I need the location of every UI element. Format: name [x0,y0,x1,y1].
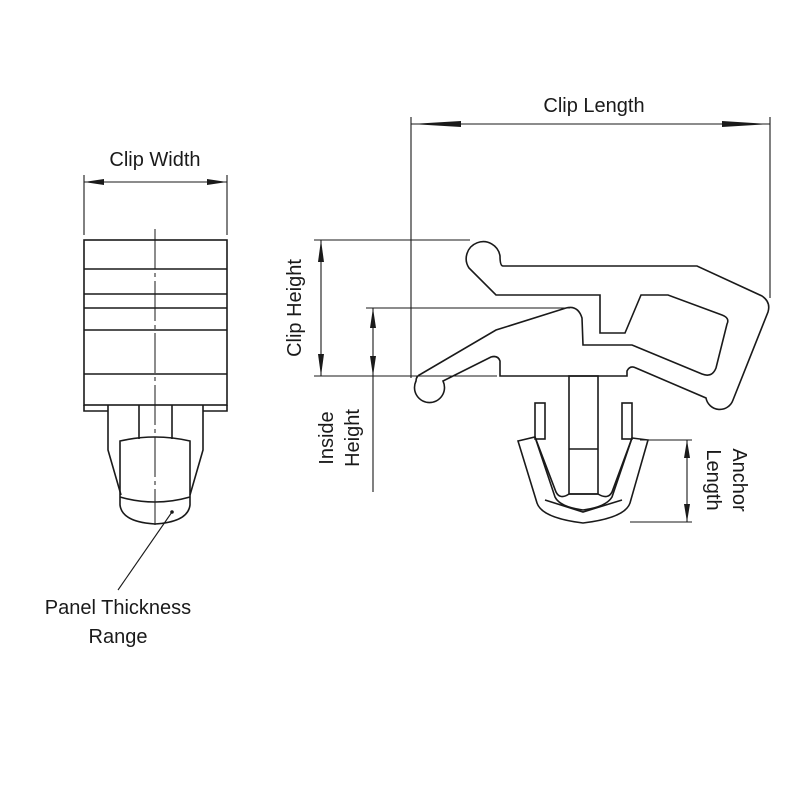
anchor-leg-left [107,405,122,496]
anchor-stem [568,375,599,495]
anchor-length-label-line2: Length [702,449,724,510]
inside-height-label-line1: Inside [316,411,338,464]
clip-width-label: Clip Width [109,149,200,171]
clip-length-label: Clip Length [543,95,644,117]
anchor-length-label-line1: Anchor [728,448,750,512]
clip-length-dimension [410,117,771,378]
clip-height-dimension [314,239,497,377]
anchor-leg-right [189,405,204,496]
panel-thickness-leader [117,511,173,591]
clip-height-label: Clip Height [284,259,306,357]
front-view [83,229,228,591]
panel-thickness-label-line2: Range [89,626,148,648]
anchor-cup [516,436,650,524]
anchor-length-dimension [630,439,692,523]
side-view [413,240,770,524]
panel-thickness-label-line1: Panel Thickness [45,597,191,619]
clip-profile [413,240,770,411]
inside-height-dimension [366,307,570,492]
inside-height-label-line2: Height [342,409,364,467]
clip-width-dimension [83,175,228,235]
